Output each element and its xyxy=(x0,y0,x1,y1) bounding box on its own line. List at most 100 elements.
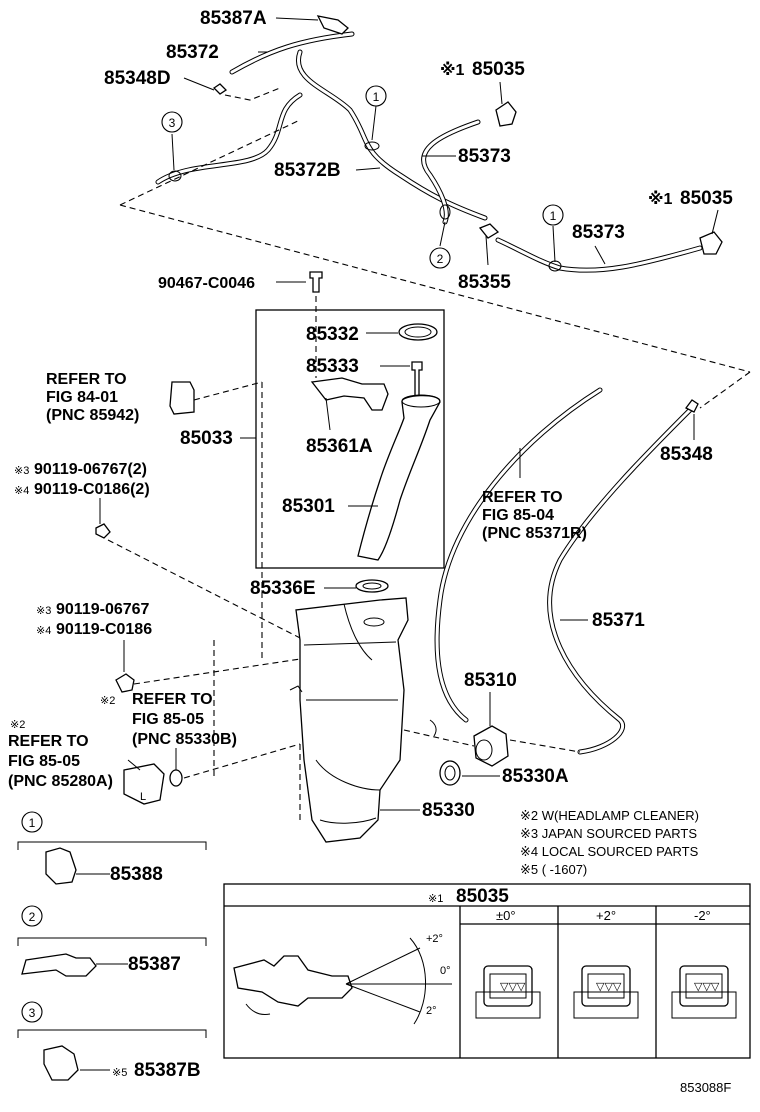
svg-text:2: 2 xyxy=(29,910,36,924)
svg-text:※3 JAPAN SOURCED PARTS: ※3 JAPAN SOURCED PARTS xyxy=(520,826,697,841)
nozzle-head-0-icon: ▽▽▽ xyxy=(475,965,541,1019)
svg-text:1: 1 xyxy=(550,209,557,223)
nozzle-icon xyxy=(699,231,723,255)
nozzle-icon xyxy=(233,955,353,1007)
detail-3: 3 ※5 85387B xyxy=(17,1001,207,1081)
svg-text:90119-C0186(2): 90119-C0186(2) xyxy=(34,481,150,498)
ref-fig-85-05-85280A: ※2 REFER TO FIG 85-05 (PNC 85280A) xyxy=(8,719,113,790)
nozzle-angle-inset: ※1 85035 ±0° +2° -2° +2° 0° 2° ▽▽▽ ▽▽▽ xyxy=(223,883,751,1059)
reference-line xyxy=(699,371,751,409)
clip-icon xyxy=(168,170,182,182)
part-label-85330A: 85330A xyxy=(502,766,569,787)
part-label-85371: 85371 xyxy=(592,610,645,631)
clip-85387B-icon xyxy=(43,1045,79,1081)
svg-text:※4 LOCAL SOURCED PARTS: ※4 LOCAL SOURCED PARTS xyxy=(520,844,699,859)
part-label-85333: 85333 xyxy=(306,356,359,377)
col-header-plus2: +2° xyxy=(596,908,616,923)
marker-L: L xyxy=(140,791,146,803)
clip-icon xyxy=(439,204,451,220)
svg-text:REFER TO: REFER TO xyxy=(482,489,563,506)
svg-text:90119-06767: 90119-06767 xyxy=(56,601,150,618)
note-mark-5: ※5 xyxy=(112,1067,127,1079)
part-label-90467: 90467-C0046 xyxy=(158,275,255,292)
svg-text:※3: ※3 xyxy=(36,605,51,617)
nozzle-head-plus2-icon: ▽▽▽ xyxy=(573,965,639,1019)
svg-text:REFER TO: REFER TO xyxy=(46,371,127,388)
svg-text:▽▽▽: ▽▽▽ xyxy=(694,981,720,993)
svg-text:3: 3 xyxy=(169,116,176,130)
svg-text:※4: ※4 xyxy=(36,625,51,637)
cap-icon xyxy=(398,323,438,341)
svg-text:90119-C0186: 90119-C0186 xyxy=(56,621,152,638)
bolt-icon xyxy=(115,673,135,693)
svg-text:90119-06767(2): 90119-06767(2) xyxy=(34,461,147,478)
part-label-85330: 85330 xyxy=(422,800,475,821)
note-mark-1: ※1 xyxy=(428,893,443,905)
bolt-icon xyxy=(95,523,111,539)
svg-text:2: 2 xyxy=(437,252,444,266)
footnotes: ※2 W(HEADLAMP CLEANER) ※3 JAPAN SOURCED … xyxy=(520,808,699,877)
reference-line xyxy=(119,119,301,206)
svg-text:REFER TO: REFER TO xyxy=(8,733,89,750)
figure-code: 853088F xyxy=(680,1080,731,1095)
part-label-85372B: 85372B xyxy=(274,160,341,181)
bolt-ref-lower: ※3 90119-06767 ※4 90119-C0186 xyxy=(36,601,152,638)
ref-fig-85-04: REFER TO FIG 85-04 (PNC 85371R) xyxy=(482,489,587,542)
filler-neck-icon xyxy=(357,394,441,561)
svg-text:▽▽▽: ▽▽▽ xyxy=(596,981,622,993)
part-label-85355: 85355 xyxy=(458,272,511,293)
angle-plus-label: +2° xyxy=(426,933,443,945)
callout-3-top: 3 xyxy=(161,111,183,133)
grommet-icon xyxy=(355,579,389,593)
detail-2: 2 85387 xyxy=(17,905,207,977)
clip-85388-icon xyxy=(45,847,77,885)
part-label-85336E: 85336E xyxy=(250,578,316,599)
svg-text:※2: ※2 xyxy=(10,719,25,731)
detail-1: 1 85388 xyxy=(17,811,207,885)
callout-1-top: 1 xyxy=(365,85,387,107)
svg-text:※4: ※4 xyxy=(14,485,29,497)
callout-1-right: 1 xyxy=(542,204,564,226)
note-mark-1: ※1 xyxy=(648,190,673,208)
part-label-85033: 85033 xyxy=(180,428,233,449)
svg-text:(PNC 85280A): (PNC 85280A) xyxy=(8,773,113,790)
part-label-85332: 85332 xyxy=(306,324,359,345)
nozzle-hose-assembly xyxy=(155,15,723,273)
grommet-icon xyxy=(439,760,461,786)
reference-line xyxy=(119,204,751,373)
col-header-minus2: -2° xyxy=(694,908,711,923)
grommet-icon xyxy=(169,769,183,787)
svg-text:REFER TO: REFER TO xyxy=(132,691,213,708)
joint-icon xyxy=(685,399,699,413)
angle-minus-label: 2° xyxy=(426,1005,437,1017)
filler-group-box xyxy=(255,309,445,569)
part-label-85035-right: 85035 xyxy=(680,188,733,209)
joint-icon xyxy=(478,223,500,239)
clip-icon xyxy=(364,141,380,151)
part-label-85387: 85387 xyxy=(128,954,181,975)
part-label-85310: 85310 xyxy=(464,670,517,691)
ref-fig-84-01: REFER TO FIG 84-01 (PNC 85942) xyxy=(46,371,139,424)
reference-line xyxy=(224,87,281,101)
part-label-85348: 85348 xyxy=(660,444,713,465)
col-header-0: ±0° xyxy=(496,908,516,923)
inset-title: 85035 xyxy=(456,886,509,907)
sensor-icon xyxy=(169,381,195,415)
svg-text:FIG 85-04: FIG 85-04 xyxy=(482,507,554,524)
joint-icon xyxy=(212,83,228,95)
svg-text:3: 3 xyxy=(29,1006,36,1020)
svg-text:FIG 85-05: FIG 85-05 xyxy=(132,711,204,728)
svg-text:※5 ( -1607): ※5 ( -1607) xyxy=(520,862,587,877)
svg-text:※2: ※2 xyxy=(100,695,115,707)
svg-text:※3: ※3 xyxy=(14,465,29,477)
part-label-85387B: 85387B xyxy=(134,1060,201,1081)
note-mark-1: ※1 xyxy=(440,61,465,79)
ref-fig-85-05-85330B: ※2 REFER TO FIG 85-05 (PNC 85330B) xyxy=(100,691,237,748)
nozzle-head-minus2-icon: ▽▽▽ xyxy=(671,965,737,1019)
svg-text:FIG 84-01: FIG 84-01 xyxy=(46,389,118,406)
part-label-85388: 85388 xyxy=(110,864,163,885)
part-label-85372: 85372 xyxy=(166,42,219,63)
washer-tank xyxy=(289,597,437,843)
svg-text:(PNC 85330B): (PNC 85330B) xyxy=(132,731,237,748)
